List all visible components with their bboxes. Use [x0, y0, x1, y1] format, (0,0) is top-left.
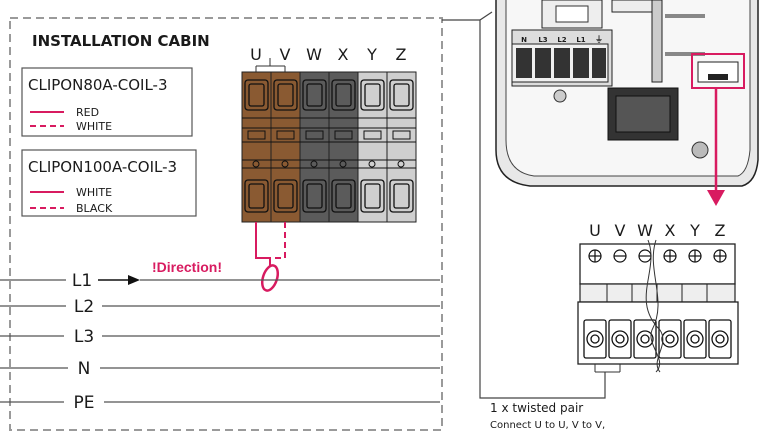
note-line-1: 1 x twisted pair — [490, 401, 583, 415]
right-terminal-labels: U V W X Y Z — [589, 221, 725, 240]
legend-100a-dashed-label: BLACK — [76, 202, 113, 215]
line-label-l1: L1 — [72, 271, 92, 291]
charger-screw-icon — [691, 141, 709, 159]
left-terminal-label-x: X — [338, 45, 349, 64]
charger-unit: N L3 L2 L1 ⏚ — [495, 0, 759, 187]
line-label-l3: L3 — [74, 327, 94, 347]
line-label-l2: L2 — [74, 297, 94, 317]
right-terminal-label-u: U — [589, 221, 601, 240]
charger-terminal-l1: L1 — [576, 36, 585, 44]
coil-solid-wire — [255, 222, 271, 266]
direction-label: !Direction! — [152, 259, 222, 275]
legend-80a-model: CLIPON80A-COIL-3 — [28, 76, 168, 94]
left-terminal-label-z: Z — [396, 45, 407, 64]
charger-terminal-l3: L3 — [538, 36, 547, 44]
twisted-pair-route — [442, 19, 606, 399]
uv-bracket — [255, 58, 286, 72]
right-terminal-connector — [577, 239, 739, 373]
left-terminal-label-y: Y — [366, 45, 377, 64]
left-terminal-block — [241, 71, 417, 223]
legend-box-100a: CLIPON100A-COIL-3 WHITE BLACK — [21, 149, 197, 217]
arrow-down-icon — [707, 190, 725, 206]
right-terminal-label-x: X — [665, 221, 676, 240]
installation-cabin-border — [9, 17, 443, 431]
line-label-pe: PE — [74, 393, 95, 413]
legend-80a-dashed-label: WHITE — [76, 120, 112, 133]
line-label-n: N — [78, 359, 91, 379]
current-coil-icon — [260, 264, 280, 292]
charger-terminal-l2: L2 — [557, 36, 566, 44]
left-terminal-label-w: W — [306, 45, 322, 64]
left-terminal-label-v: V — [280, 45, 291, 64]
direction-arrow-icon — [128, 275, 140, 285]
left-terminal-labels: U V W X Y Z — [250, 45, 406, 64]
coil-dashed-wire — [272, 222, 286, 259]
connector-highlight-box — [691, 53, 745, 89]
mains-lines — [0, 275, 440, 403]
charger-terminal-pe: ⏚ — [595, 35, 603, 44]
legend-80a-solid-label: RED — [76, 106, 99, 119]
legend-100a-model: CLIPON100A-COIL-3 — [28, 158, 177, 176]
cabin-title: INSTALLATION CABIN — [32, 32, 210, 50]
note-line-2: Connect U to U, V to V, — [490, 420, 605, 431]
right-terminal-label-w: W — [637, 221, 653, 240]
right-terminal-label-z: Z — [715, 221, 726, 240]
legend-box-80a: CLIPON80A-COIL-3 RED WHITE — [21, 67, 193, 137]
legend-100a-solid-label: WHITE — [76, 186, 112, 199]
right-terminal-label-v: V — [615, 221, 626, 240]
charger-terminal-n: N — [521, 36, 527, 44]
left-terminal-label-u: U — [250, 45, 262, 64]
right-terminal-label-y: Y — [689, 221, 700, 240]
